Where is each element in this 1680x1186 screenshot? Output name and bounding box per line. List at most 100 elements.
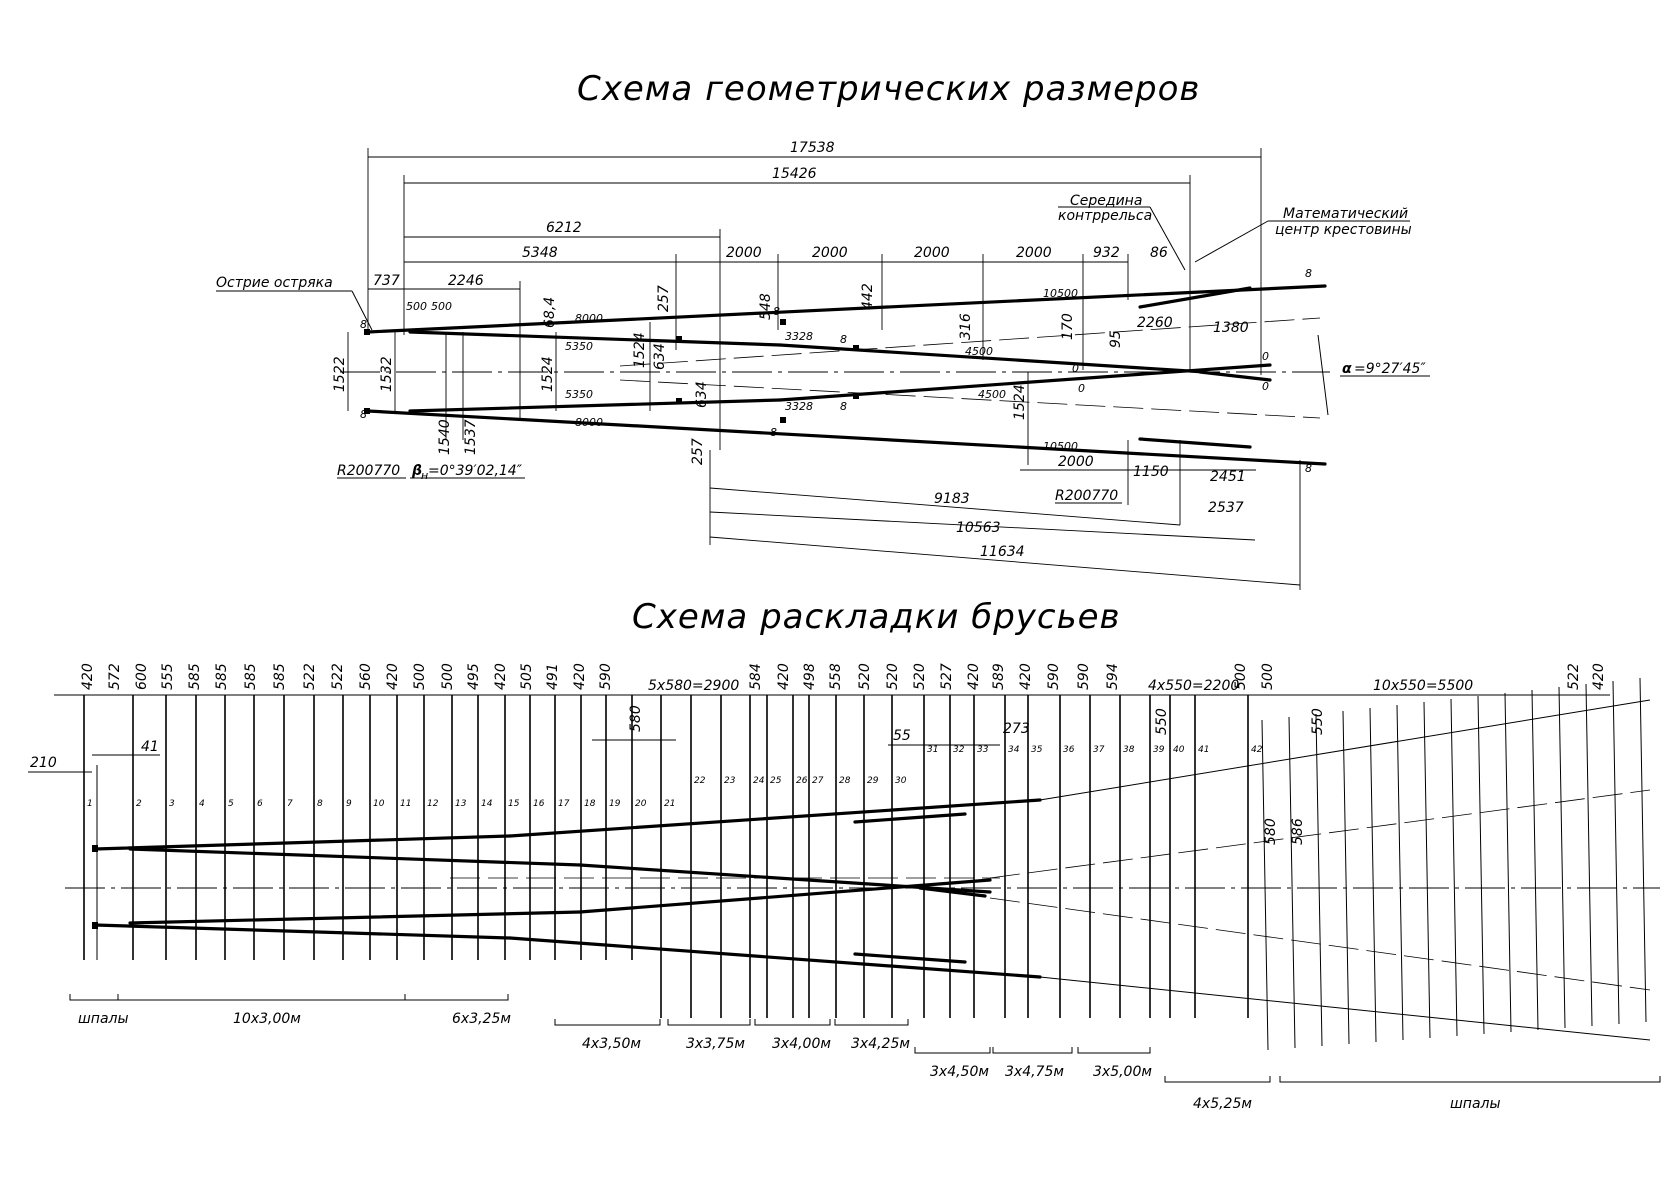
spacing-25: 558 <box>828 663 844 690</box>
spacing-15: 495 <box>466 663 482 690</box>
diverging-tie-15 <box>1639 677 1647 1023</box>
spacing-24: 498 <box>802 663 818 690</box>
spacing-36: 4x550=2200 <box>1148 678 1239 694</box>
spacing-21: 5x580=2900 <box>648 678 739 694</box>
tie-number-17: 17 <box>558 799 570 809</box>
note-radius-left: R200770 <box>337 463 400 479</box>
note-mid-guard-2: контррельса <box>1058 208 1152 224</box>
rail-5350-bot: 5350 <box>565 388 593 401</box>
spacing-27: 520 <box>885 663 901 690</box>
tie-number-29: 29 <box>867 776 879 786</box>
tie-number-4: 4 <box>199 799 205 809</box>
dim-95: 95 <box>1108 330 1124 348</box>
spacing-33: 590 <box>1046 663 1062 690</box>
zero-c: 0 <box>1072 362 1079 375</box>
dim-1524-c: 1524 <box>1012 384 1028 420</box>
group-bracket-10 <box>1077 1047 1151 1054</box>
dim-316: 316 <box>958 313 974 340</box>
dim-55: 55 <box>893 728 911 744</box>
rail-8000-top: 8000 <box>575 312 603 325</box>
group-bracket-7 <box>834 1019 909 1026</box>
spacing-4: 555 <box>160 663 176 690</box>
note-radius-right: R200770 <box>1055 488 1118 504</box>
group-label-10: 3x5,00м <box>1093 1064 1152 1080</box>
tie-number-23: 23 <box>724 776 736 786</box>
spacing-19: 420 <box>572 663 588 690</box>
diverging-tie-5 <box>1369 707 1377 1043</box>
spacing-14: 500 <box>440 663 456 690</box>
note-alpha-symbol: α <box>1342 361 1352 377</box>
dim-2246: 2246 <box>448 273 484 289</box>
note-beta-sub: н <box>421 469 428 482</box>
dim-210: 210 <box>30 755 57 771</box>
tie-number-11: 11 <box>400 799 411 809</box>
group-label-1: шпалы <box>78 1011 129 1027</box>
dim-580-b: 580 <box>1263 818 1279 845</box>
dim-2000-d: 2000 <box>1016 245 1052 261</box>
spacing-40: 522 <box>1566 663 1582 690</box>
spacing-5: 585 <box>187 663 203 690</box>
group-label-4: 4x3,50м <box>582 1036 641 1052</box>
branch-centerline-b <box>619 379 1321 419</box>
spacing-35: 594 <box>1105 663 1121 690</box>
tie-number-39: 39 <box>1153 745 1165 755</box>
tie-number-27: 27 <box>812 776 824 786</box>
dim-580: 580 <box>628 705 644 732</box>
spacing-16: 420 <box>493 663 509 690</box>
dim-68-4: 68,4 <box>542 297 558 328</box>
dim-257-b: 257 <box>690 438 706 465</box>
spacing-12: 420 <box>385 663 401 690</box>
dim-737: 737 <box>373 273 400 289</box>
tie-number-25: 25 <box>770 776 782 786</box>
dim-1150: 1150 <box>1133 464 1169 480</box>
tie-number-18: 18 <box>584 799 596 809</box>
tie-number-16: 16 <box>533 799 545 809</box>
diverging-tie-1 <box>1261 719 1269 1051</box>
diverging-tie-10 <box>1504 692 1512 1033</box>
spacing-13: 500 <box>412 663 428 690</box>
eight-h: 8 <box>1305 462 1312 475</box>
rail-4500-bot: 4500 <box>978 388 1006 401</box>
spacing-28: 520 <box>912 663 928 690</box>
spacing-26: 520 <box>857 663 873 690</box>
tie-number-37: 37 <box>1093 745 1105 755</box>
dim-2000-b: 2000 <box>812 245 848 261</box>
tie-number-10: 10 <box>373 799 385 809</box>
rail-labels: 8000 5350 5350 8000 3328 3328 4500 4500 … <box>360 267 1312 475</box>
dim-500-b: 500 <box>431 300 452 313</box>
group-label-7: 3x4,25м <box>851 1036 910 1052</box>
eight-d: 8 <box>770 426 777 439</box>
group-bracket-6 <box>754 1019 831 1026</box>
spacing-9: 522 <box>302 663 318 690</box>
diverging-tie-14 <box>1612 680 1620 1025</box>
spacing-1: 420 <box>80 663 96 690</box>
tie-number-2: 2 <box>136 799 142 809</box>
spacing-23: 420 <box>776 663 792 690</box>
dim-41: 41 <box>141 739 159 755</box>
tie-number-14: 14 <box>481 799 493 809</box>
tie-number-35: 35 <box>1031 745 1043 755</box>
tie-number-36: 36 <box>1063 745 1075 755</box>
dim-2000-a: 2000 <box>726 245 762 261</box>
dim-10563: 10563 <box>956 520 1001 536</box>
dim-2451: 2451 <box>1210 469 1246 485</box>
diverging-tie-6 <box>1396 704 1404 1041</box>
dim-15426: 15426 <box>772 166 817 182</box>
dim-1540: 1540 <box>437 419 453 455</box>
group-label-3: 6x3,25м <box>452 1011 511 1027</box>
tie-number-3: 3 <box>169 799 175 809</box>
eight-b: 8 <box>360 408 367 421</box>
tie-number-22: 22 <box>694 776 706 786</box>
rail-4500-top: 4500 <box>965 345 993 358</box>
spacing-31: 589 <box>991 663 1007 690</box>
dim-17538: 17538 <box>790 140 835 156</box>
geometry-notes: Острие остряка Середина контррельса Мате… <box>216 193 1430 504</box>
spacing-20: 590 <box>598 663 614 690</box>
zero-a: 0 <box>1262 350 1269 363</box>
tie-number-28: 28 <box>839 776 851 786</box>
tie-number-13: 13 <box>455 799 467 809</box>
spacing-6: 585 <box>214 663 230 690</box>
